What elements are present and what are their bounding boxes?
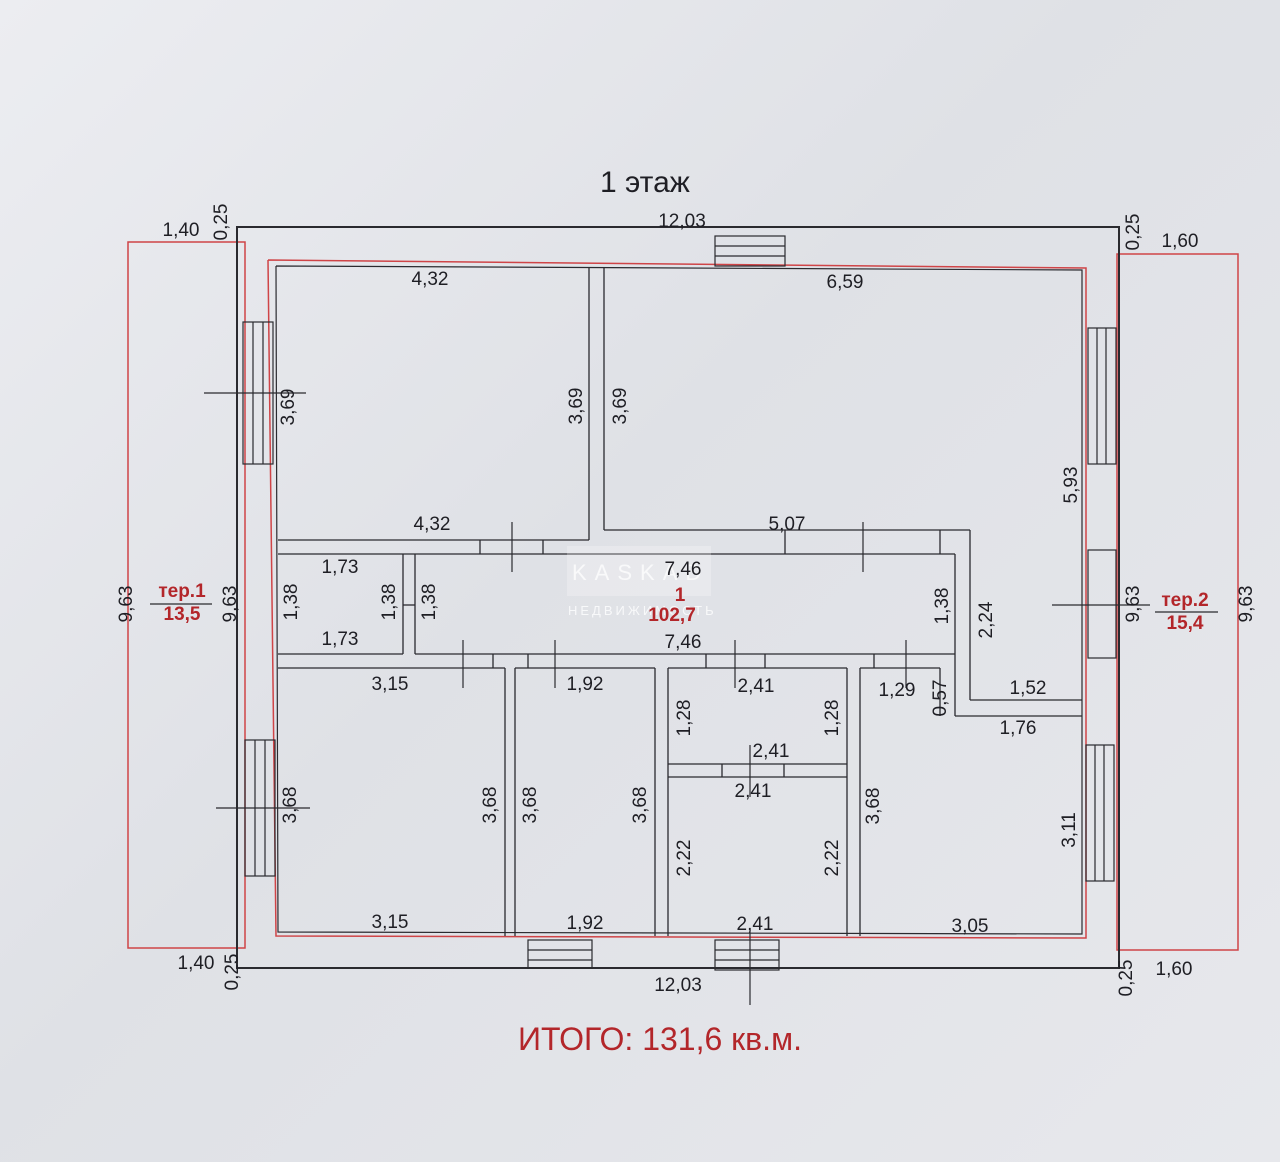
dim-label: 1,40	[163, 220, 200, 241]
inner-perimeter-dark	[275, 265, 1083, 935]
dim-label: 1,28	[822, 700, 843, 737]
dim-label: 12,03	[658, 211, 706, 232]
terrace-2-area: 15,4	[1167, 613, 1204, 634]
dim-label: 1,29	[879, 680, 916, 701]
watermark-sub: НЕДВИЖИМОСТЬ	[568, 603, 717, 618]
watermark-brand: KASKAD	[572, 560, 709, 585]
dim-label: 1,60	[1156, 959, 1193, 980]
dim-label: 5,93	[1061, 467, 1082, 504]
dim-label: 1,38	[419, 584, 440, 621]
dim-label: 2,24	[976, 601, 997, 638]
dim-label: 3,68	[630, 787, 651, 824]
door-marks	[403, 530, 941, 777]
dim-label: 0,25	[222, 954, 243, 991]
dim-label: 1,76	[1000, 718, 1037, 739]
dim-label: 1,52	[1010, 678, 1047, 699]
dim-label: 6,59	[827, 272, 864, 293]
dim-label: 9,63	[1236, 586, 1257, 623]
dim-label: 9,63	[1123, 586, 1144, 623]
dimension-labels: 12,03 12,03 1,40 1,60 1,40 1,60 4,32 6,5…	[163, 211, 1199, 996]
dim-label: 3,68	[280, 787, 301, 824]
dim-label: 3,68	[480, 787, 501, 824]
outer-wall	[236, 226, 1120, 969]
dim-label: 1,60	[1162, 231, 1199, 252]
dim-label: 2,22	[822, 840, 843, 877]
room-main-number: 1	[675, 585, 686, 606]
dim-label: 1,38	[379, 584, 400, 621]
dim-label: 2,41	[753, 741, 790, 762]
dim-label: 7,46	[665, 559, 702, 580]
inner-perimeter	[267, 259, 1087, 939]
dim-label: 3,15	[372, 674, 409, 695]
dim-label: 5,07	[769, 514, 806, 535]
room-main-area: 102,7	[648, 605, 696, 626]
dim-label: 0,25	[211, 204, 232, 241]
watermark: KASKAD НЕДВИЖИМОСТЬ	[567, 546, 717, 618]
terrace-1-area: 13,5	[164, 604, 201, 625]
dim-label: 9,63	[116, 586, 137, 623]
terrace-2-outline	[1116, 253, 1239, 951]
dim-label: 3,68	[520, 787, 541, 824]
dim-label: 4,32	[412, 269, 449, 290]
dim-label: 9,63	[220, 586, 241, 623]
dim-label: 2,41	[735, 781, 772, 802]
terrace-1-label: тер.1	[158, 581, 206, 602]
dim-label: 3,05	[952, 916, 989, 937]
dim-label: 1,40	[178, 953, 215, 974]
dim-label: 1,92	[567, 674, 604, 695]
total-area: ИТОГО: 131,6 кв.м.	[518, 1021, 802, 1057]
dim-label: 3,69	[278, 389, 299, 426]
dim-label: 1,38	[932, 588, 953, 625]
dim-label: 1,38	[281, 584, 302, 621]
terrace-1-outline	[127, 241, 246, 949]
dim-label: 3,69	[566, 388, 587, 425]
dim-label: 3,15	[372, 912, 409, 933]
dim-label: 7,46	[665, 632, 702, 653]
dim-label: 1,73	[322, 629, 359, 650]
interior-walls	[278, 268, 1082, 936]
floor-title: 1 этаж	[600, 166, 690, 199]
dim-label: 4,32	[414, 514, 451, 535]
terrace-2-label: тер.2	[1161, 590, 1208, 611]
dim-label: 2,41	[738, 676, 775, 697]
dim-label: 0,25	[1116, 960, 1137, 997]
dim-label: 3,69	[610, 388, 631, 425]
dim-label: 1,28	[674, 700, 695, 737]
dim-label: 2,41	[737, 914, 774, 935]
dim-label: 1,92	[567, 913, 604, 934]
dim-label: 1,73	[322, 557, 359, 578]
windows	[242, 235, 1117, 971]
dim-label: 2,22	[674, 840, 695, 877]
dim-label: 0,57	[930, 680, 951, 717]
dim-label: 0,25	[1123, 214, 1144, 251]
dim-label: 3,11	[1059, 812, 1080, 848]
dim-label: 12,03	[654, 975, 702, 996]
section-lines	[150, 392, 1218, 1005]
dimension-labels-vertical: 0,25 0,25 0,25 0,25 9,63 9,63 9,63 9,63 …	[116, 204, 1257, 997]
dim-label: 3,68	[863, 788, 884, 825]
